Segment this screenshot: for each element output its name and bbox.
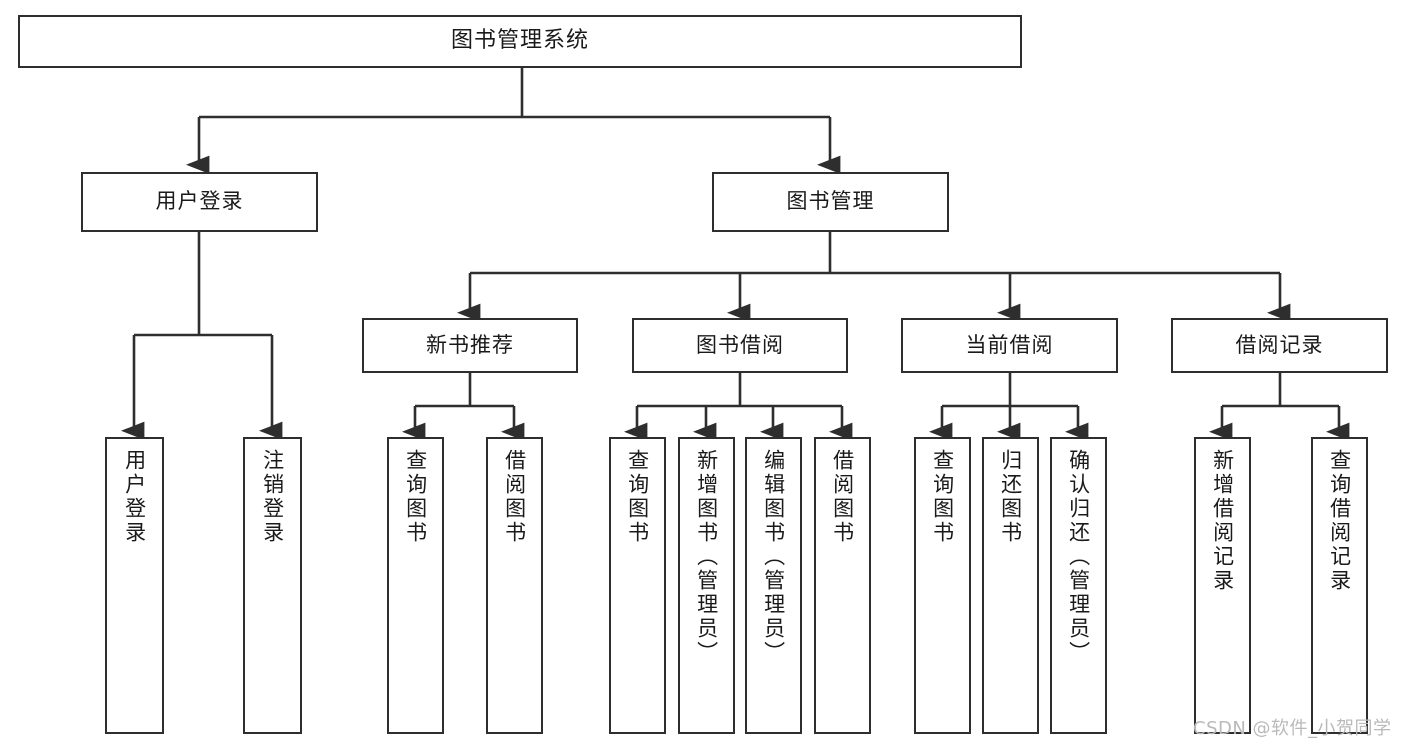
- node-leaf-nbr-borrow-book-label: 借阅图书: [502, 449, 527, 545]
- node-leaf-cb-query-book[interactable]: 查询图书: [914, 437, 971, 734]
- node-leaf-br-query-record[interactable]: 查询借阅记录: [1311, 437, 1368, 734]
- node-leaf-user-login[interactable]: 用户登录: [105, 437, 164, 734]
- node-root-label: 图书管理系统: [450, 28, 589, 54]
- node-current-borrow[interactable]: 当前借阅: [901, 318, 1118, 373]
- node-book-borrow[interactable]: 图书借阅: [632, 318, 848, 373]
- node-leaf-cb-query-book-label: 查询图书: [930, 449, 955, 545]
- node-leaf-cb-confirm-return[interactable]: 确认归还（管理员）: [1050, 437, 1107, 734]
- node-leaf-user-login-label: 用户登录: [122, 449, 147, 545]
- node-current-borrow-label: 当前借阅: [965, 332, 1054, 357]
- node-leaf-cb-return-book[interactable]: 归还图书: [982, 437, 1039, 734]
- node-book-manage-label: 图书管理: [786, 189, 875, 214]
- node-user-login-label: 用户登录: [155, 189, 244, 214]
- node-book-borrow-label: 图书借阅: [696, 332, 784, 357]
- node-new-book-recommend[interactable]: 新书推荐: [362, 318, 578, 373]
- node-borrow-record[interactable]: 借阅记录: [1171, 318, 1388, 373]
- node-leaf-br-query-record-label: 查询借阅记录: [1327, 449, 1352, 593]
- node-leaf-nbr-query-book-label: 查询图书: [403, 449, 428, 545]
- watermark: CSDN @软件_小贺同学: [1193, 718, 1392, 739]
- node-leaf-bb-add-book-label: 新增图书（管理员）: [694, 449, 719, 665]
- node-leaf-cb-confirm-return-label: 确认归还（管理员）: [1066, 449, 1091, 665]
- node-book-manage[interactable]: 图书管理: [712, 172, 949, 232]
- node-leaf-bb-query-book-label: 查询图书: [625, 449, 650, 545]
- node-leaf-bb-borrow-book[interactable]: 借阅图书: [814, 437, 871, 734]
- node-leaf-bb-borrow-book-label: 借阅图书: [830, 449, 855, 545]
- node-leaf-bb-edit-book[interactable]: 编辑图书（管理员）: [745, 437, 802, 734]
- node-leaf-br-add-record[interactable]: 新增借阅记录: [1194, 437, 1251, 734]
- node-leaf-br-add-record-label: 新增借阅记录: [1210, 449, 1235, 593]
- node-user-login[interactable]: 用户登录: [81, 172, 318, 232]
- node-leaf-bb-add-book[interactable]: 新增图书（管理员）: [678, 437, 735, 734]
- node-leaf-logout[interactable]: 注销登录: [243, 437, 302, 734]
- node-borrow-record-label: 借阅记录: [1235, 332, 1324, 357]
- node-leaf-cb-return-book-label: 归还图书: [998, 449, 1023, 545]
- node-leaf-nbr-borrow-book[interactable]: 借阅图书: [486, 437, 543, 734]
- node-leaf-bb-edit-book-label: 编辑图书（管理员）: [761, 449, 786, 665]
- node-new-book-recommend-label: 新书推荐: [426, 332, 514, 357]
- node-root[interactable]: 图书管理系统: [18, 15, 1022, 68]
- node-leaf-logout-label: 注销登录: [260, 449, 285, 545]
- node-leaf-nbr-query-book[interactable]: 查询图书: [387, 437, 444, 734]
- node-leaf-bb-query-book[interactable]: 查询图书: [609, 437, 666, 734]
